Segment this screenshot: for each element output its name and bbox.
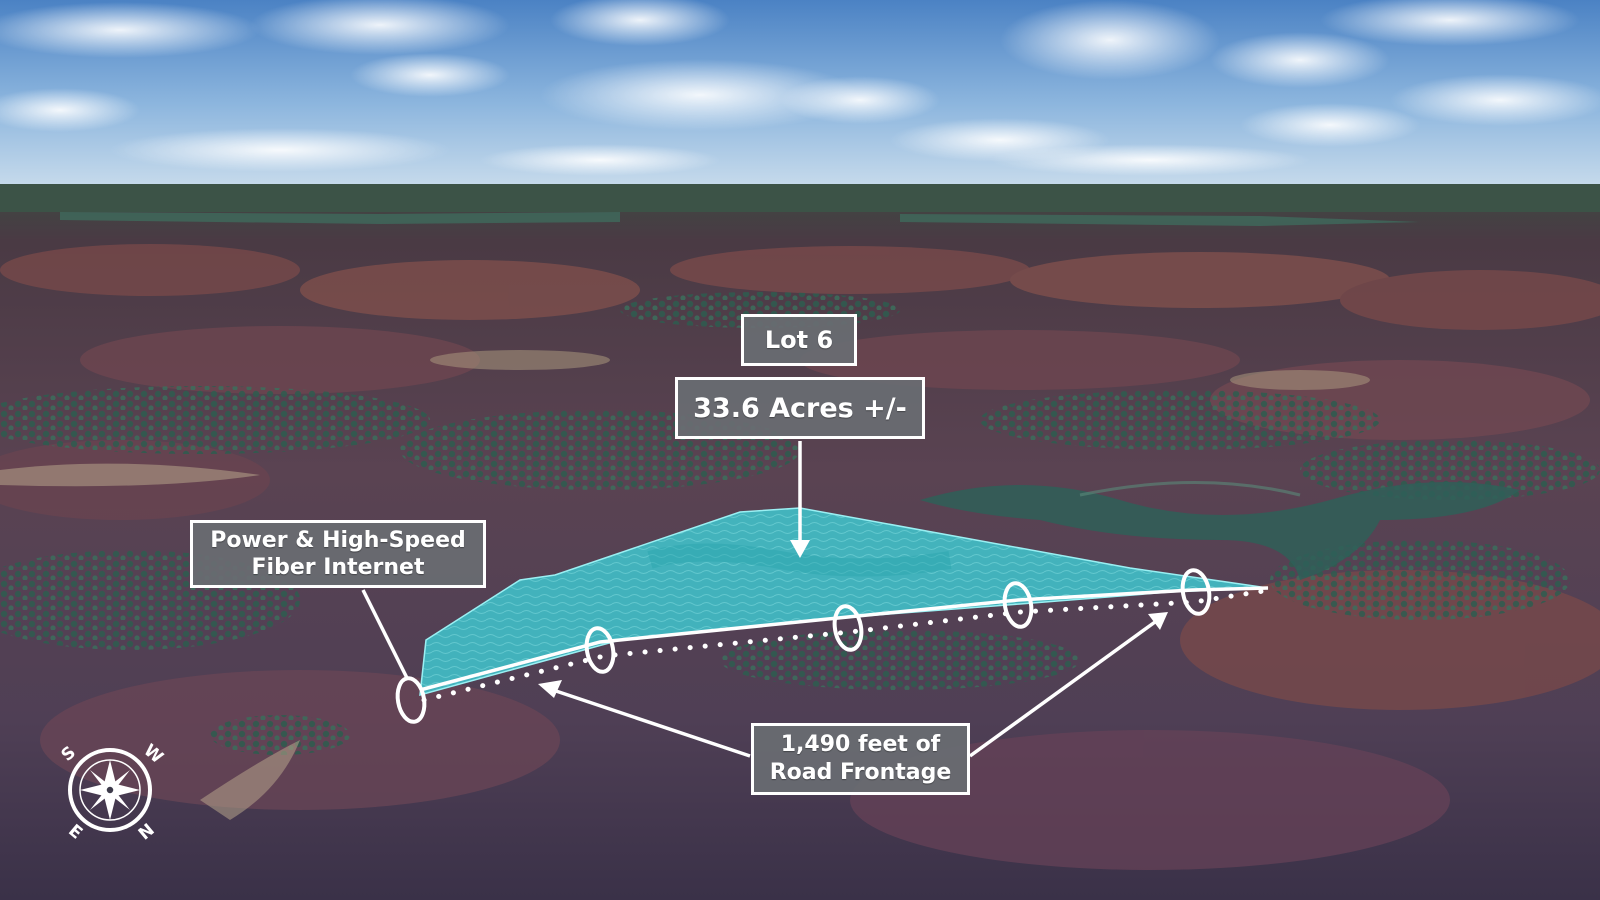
utilities-label: Power & High-Speed Fiber Internet <box>190 520 486 588</box>
road-frontage-text-line-1: 1,490 feet of <box>780 732 941 757</box>
arrowheads <box>538 540 1168 698</box>
clouds <box>0 0 1600 176</box>
acreage-text: 33.6 Acres +/- <box>693 392 907 424</box>
pointer-lines <box>361 441 1157 758</box>
compass-rose-icon <box>68 748 152 832</box>
road-frontage-label: 1,490 feet of Road Frontage <box>751 723 970 795</box>
road-frontage-text-line-2: Road Frontage <box>769 760 952 785</box>
clearings <box>0 350 1370 820</box>
utilities-text-line-2: Fiber Internet <box>251 555 425 580</box>
horizon-band <box>0 184 1600 212</box>
utilities-text-line-1: Power & High-Speed <box>210 528 466 553</box>
acreage-label: 33.6 Acres +/- <box>675 377 925 439</box>
lot-name-label: Lot 6 <box>741 314 857 366</box>
creek <box>920 482 1520 580</box>
lot-name-text: Lot 6 <box>764 326 834 354</box>
road-frontage-line <box>419 586 1269 692</box>
